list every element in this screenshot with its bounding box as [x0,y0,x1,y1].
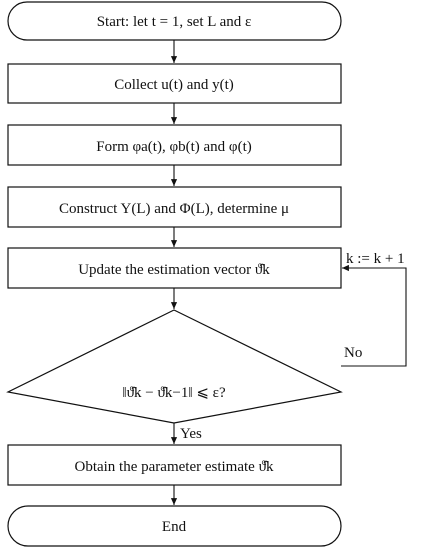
increment-label: k := k + 1 [346,251,405,267]
obtain-node-label: Obtain the parameter estimate ϑ̂k [74,459,274,475]
yes-label: Yes [180,426,202,442]
form-node-label: Form φa(t), φb(t) and φ(t) [96,139,252,155]
end-node: End [7,505,342,547]
collect-node: Collect u(t) and y(t) [7,63,342,104]
end-node-label: End [162,519,187,535]
decision-node-label: ‖ϑ̂k − ϑ̂k−1‖ ⩽ ε? [122,385,226,401]
update-node-label: Update the estimation vector ϑ̂k [78,262,270,278]
obtain-node: Obtain the parameter estimate ϑ̂k [7,444,342,486]
no-label: No [344,345,362,361]
collect-node-label: Collect u(t) and y(t) [114,77,234,93]
start-node: Start: let t = 1, set L and ε [7,1,342,41]
construct-node: Construct Y(L) and Φ(L), determine μ [7,186,342,228]
form-node: Form φa(t), φb(t) and φ(t) [7,124,342,166]
decision-node: ‖ϑ̂k − ϑ̂k−1‖ ⩽ ε? [6,309,343,424]
edge-no-loop [341,264,407,367]
update-node: Update the estimation vector ϑ̂k [7,247,342,289]
start-node-label: Start: let t = 1, set L and ε [97,14,252,30]
construct-node-label: Construct Y(L) and Φ(L), determine μ [59,201,289,217]
